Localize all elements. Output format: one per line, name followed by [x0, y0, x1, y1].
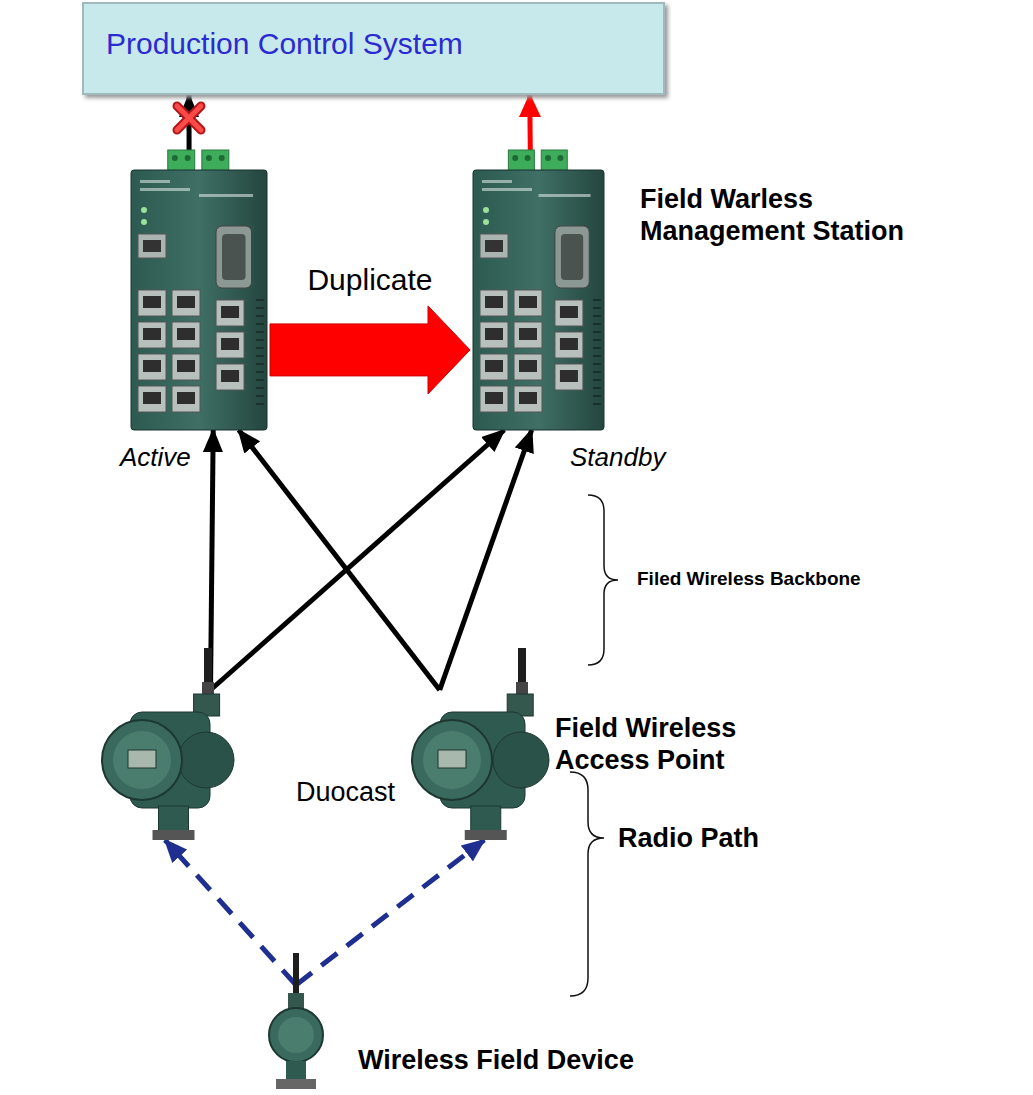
system-name: Production Control System — [106, 26, 463, 62]
access-point — [100, 690, 230, 840]
radio-arrow — [165, 840, 296, 985]
ap-illustration — [100, 690, 230, 840]
role-label: Standby — [570, 442, 665, 473]
callout-label: Field Wireless Access Point — [555, 712, 795, 777]
station-illustration — [470, 150, 607, 430]
role-label: Active — [120, 442, 191, 473]
callout-label: Wireless Field Device — [358, 1044, 634, 1076]
edge-label: Duplicate — [307, 262, 432, 298]
callout-label: Radio Path — [618, 822, 759, 854]
link-arrow — [239, 430, 440, 690]
access-point — [410, 690, 545, 840]
management-station: Standby — [470, 150, 607, 430]
cross-mark — [177, 106, 201, 130]
callout-label: Duocast — [296, 776, 395, 808]
callout-label: Filed Wireless Backbone — [637, 568, 861, 591]
bracket — [588, 495, 618, 665]
management-station: Active — [128, 150, 270, 430]
ap-illustration — [410, 690, 545, 840]
link-arrow — [186, 95, 191, 150]
station-illustration — [128, 150, 270, 430]
duplicate-arrow — [270, 306, 470, 394]
link-arrow — [527, 95, 533, 150]
device-illustration — [262, 985, 330, 1090]
bracket — [570, 772, 604, 996]
system-box: Production Control System — [82, 2, 665, 95]
field-device — [262, 985, 330, 1090]
callout-label: Field Warless Management Station — [640, 183, 970, 248]
radio-arrow — [296, 840, 484, 985]
link-arrow — [211, 430, 505, 690]
link-arrow — [440, 430, 532, 690]
